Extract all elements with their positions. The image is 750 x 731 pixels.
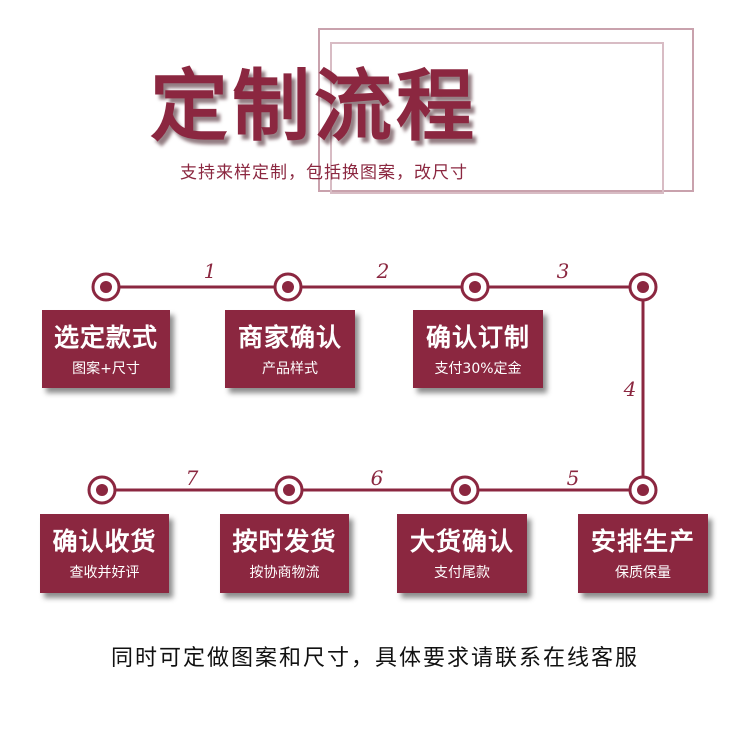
- flow-node-8: [87, 475, 117, 505]
- flow-node-6: [450, 475, 480, 505]
- connector-label-6: 6: [371, 466, 384, 490]
- flow-node-5: [628, 475, 658, 505]
- connector-label-2: 2: [376, 259, 390, 283]
- flow-node-4: [628, 272, 658, 302]
- step-card-subtitle: 产品样式: [262, 361, 318, 377]
- step-card-title: 大货确认: [409, 527, 514, 556]
- connector-label-4: 4: [623, 377, 637, 401]
- page-subtitle: 支持来样定制，包括换图案，改尺寸: [180, 163, 468, 183]
- step-card-merchant-confirm: 商家确认 产品样式: [225, 310, 355, 388]
- decorative-frame-outer: [318, 28, 694, 192]
- flow-connector-line: [102, 285, 645, 492]
- flow-node-1: [91, 272, 121, 302]
- step-card-title: 按时发货: [232, 527, 337, 556]
- step-card-subtitle: 查收并好评: [69, 565, 140, 581]
- step-card-title: 选定款式: [53, 323, 158, 352]
- step-card-arrange-production: 安排生产 保质保量: [578, 514, 708, 593]
- step-card-subtitle: 支付30%定金: [434, 361, 522, 377]
- step-card-select-style: 选定款式 图案+尺寸: [42, 310, 170, 388]
- connector-label-7: 7: [186, 466, 199, 490]
- flow-node-2: [273, 272, 303, 302]
- step-card-title: 确认订制: [425, 323, 530, 352]
- step-card-title: 安排生产: [590, 527, 695, 556]
- footer-note: 同时可定做图案和尺寸，具体要求请联系在线客服: [110, 646, 639, 671]
- step-card-title: 确认收货: [52, 527, 157, 556]
- page-title: 定制流程: [150, 62, 479, 152]
- step-card-subtitle: 按协商物流: [249, 565, 320, 581]
- step-card-confirm-receipt: 确认收货 查收并好评: [40, 514, 169, 593]
- step-card-title: 商家确认: [237, 323, 342, 352]
- connector-label-5: 5: [567, 466, 580, 490]
- flow-node-7: [274, 475, 304, 505]
- connector-label-3: 3: [557, 259, 570, 283]
- step-card-subtitle: 保质保量: [615, 565, 671, 581]
- step-card-confirm-order: 确认订制 支付30%定金: [413, 310, 543, 388]
- step-card-subtitle: 支付尾款: [434, 565, 490, 581]
- step-card-subtitle: 图案+尺寸: [72, 361, 140, 377]
- step-card-bulk-confirm: 大货确认 支付尾款: [397, 514, 527, 593]
- step-card-ship-on-time: 按时发货 按协商物流: [220, 514, 349, 593]
- flow-node-3: [460, 272, 490, 302]
- connector-label-1: 1: [204, 259, 217, 283]
- decorative-frame-inner: [330, 42, 664, 194]
